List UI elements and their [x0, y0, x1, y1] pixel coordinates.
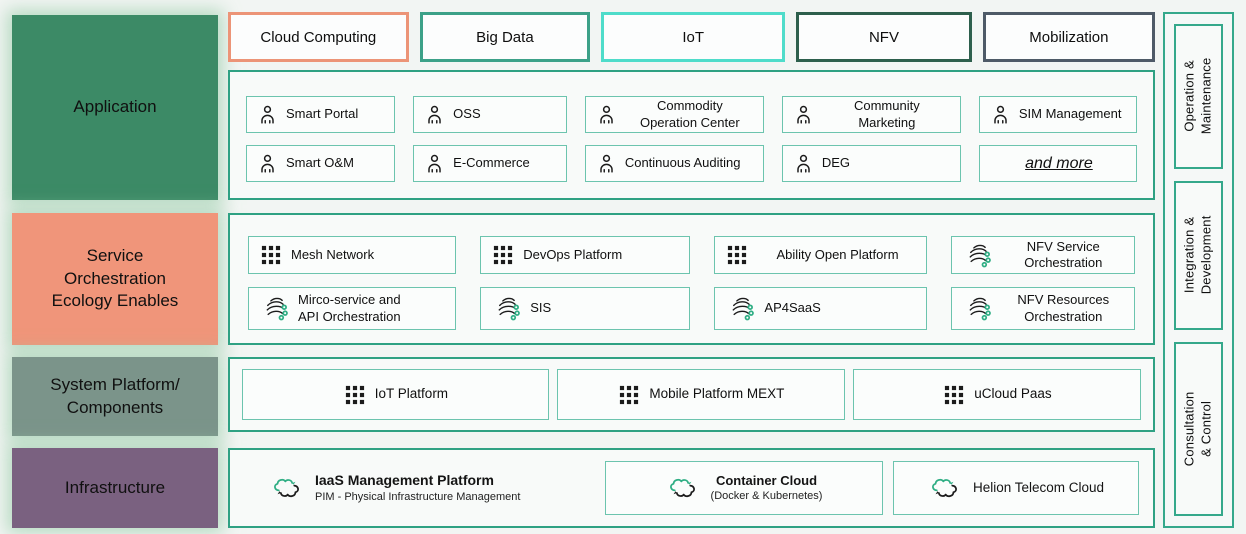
sidebar-item-consultation-control: Consultation & Control	[1174, 341, 1223, 516]
app-item-commodity-operation-center: Commodity Operation Center	[584, 96, 764, 133]
row-label-system-platform: System Platform/ Components	[12, 357, 218, 436]
row-label-service-orchestration: Service Orchestration Ecology Enables	[12, 213, 218, 345]
svc-item-nfv-service-orchestration: NFV Service Orchestration	[950, 236, 1135, 274]
person-icon	[793, 153, 814, 175]
person-icon	[424, 104, 445, 126]
sidebar-item-operation-maintenance: Operation & Maintenance	[1174, 24, 1223, 169]
orchestration-icon	[964, 295, 991, 322]
person-icon	[257, 104, 278, 126]
app-item-continuous-auditing: Continuous Auditing	[584, 145, 764, 182]
app-item-oss: OSS	[413, 96, 567, 133]
grid-icon	[493, 245, 513, 265]
infra-item-iaas-management-platform: IaaS Management Platform PIM - Physical …	[244, 461, 595, 515]
cloud-sync-icon	[666, 475, 699, 501]
application-layer-box: Smart Portal OSS Commodity Operation Cen…	[228, 70, 1155, 200]
person-icon	[990, 104, 1011, 126]
app-item-smart-om: Smart O&M	[246, 145, 396, 182]
chip-nfv: NFV	[796, 12, 972, 62]
infra-item-helion-telecom-cloud: Helion Telecom Cloud	[893, 461, 1139, 515]
app-item-community-marketing: Community Marketing	[781, 96, 961, 133]
person-icon	[424, 153, 445, 175]
app-item-smart-portal: Smart Portal	[246, 96, 396, 133]
orchestration-icon	[261, 295, 288, 322]
chip-big-data: Big Data	[419, 12, 591, 62]
grid-icon	[944, 385, 964, 405]
cloud-sync-icon	[270, 475, 303, 501]
lifecycle-sidebar: Operation & Maintenance Integration & De…	[1163, 12, 1234, 528]
system-platform-layer-box: IoT Platform Mobile Platform MEXT uCloud…	[228, 357, 1155, 432]
row-label-application: Application	[12, 15, 218, 200]
sidebar-item-integration-development: Integration & Development	[1174, 180, 1223, 330]
app-item-sim-management: SIM Management	[978, 96, 1137, 133]
svc-item-micro-service-api-orchestration: Mirco-service and API Orchestration	[248, 287, 457, 330]
main-content: Cloud Computing Big Data IoT NFV Mobiliz…	[228, 0, 1155, 534]
grid-icon	[727, 245, 747, 265]
sys-item-ucloud-paas: uCloud Paas	[852, 369, 1141, 420]
person-icon	[596, 104, 617, 126]
svc-item-ability-open-platform: Ability Open Platform	[714, 236, 927, 274]
orchestration-icon	[727, 295, 755, 322]
svc-item-devops-platform: DevOps Platform	[480, 236, 691, 274]
sys-item-iot-platform: IoT Platform	[242, 369, 549, 420]
cloud-sync-icon	[928, 475, 961, 501]
grid-icon	[619, 385, 639, 405]
infra-item-container-cloud: Container Cloud (Docker & Kubernetes)	[605, 461, 883, 515]
app-item-and-more: and more	[978, 145, 1137, 182]
row-label-infrastructure: Infrastructure	[12, 448, 218, 528]
chip-mobilization: Mobilization	[982, 12, 1155, 62]
service-orchestration-layer-box: Mesh Network DevOps Platform Ability Ope…	[228, 213, 1155, 345]
grid-icon	[261, 245, 281, 265]
person-icon	[257, 153, 278, 175]
technology-chip-row: Cloud Computing Big Data IoT NFV Mobiliz…	[228, 12, 1155, 62]
person-icon	[596, 153, 617, 175]
svc-item-mesh-network: Mesh Network	[248, 236, 457, 274]
infrastructure-layer-box: IaaS Management Platform PIM - Physical …	[228, 448, 1155, 528]
chip-iot: IoT	[601, 12, 786, 62]
app-item-e-commerce: E-Commerce	[413, 145, 567, 182]
person-icon	[793, 104, 814, 126]
chip-cloud-computing: Cloud Computing	[228, 12, 409, 62]
orchestration-icon	[964, 242, 991, 269]
grid-icon	[345, 385, 365, 405]
sys-item-mobile-platform-mext: Mobile Platform MEXT	[556, 369, 845, 420]
svc-item-sis: SIS	[480, 287, 691, 330]
app-item-deg: DEG	[781, 145, 961, 182]
orchestration-icon	[493, 295, 521, 322]
svc-item-ap4saas: AP4SaaS	[714, 287, 927, 330]
svc-item-nfv-resources-orchestration: NFV Resources Orchestration	[950, 287, 1135, 330]
